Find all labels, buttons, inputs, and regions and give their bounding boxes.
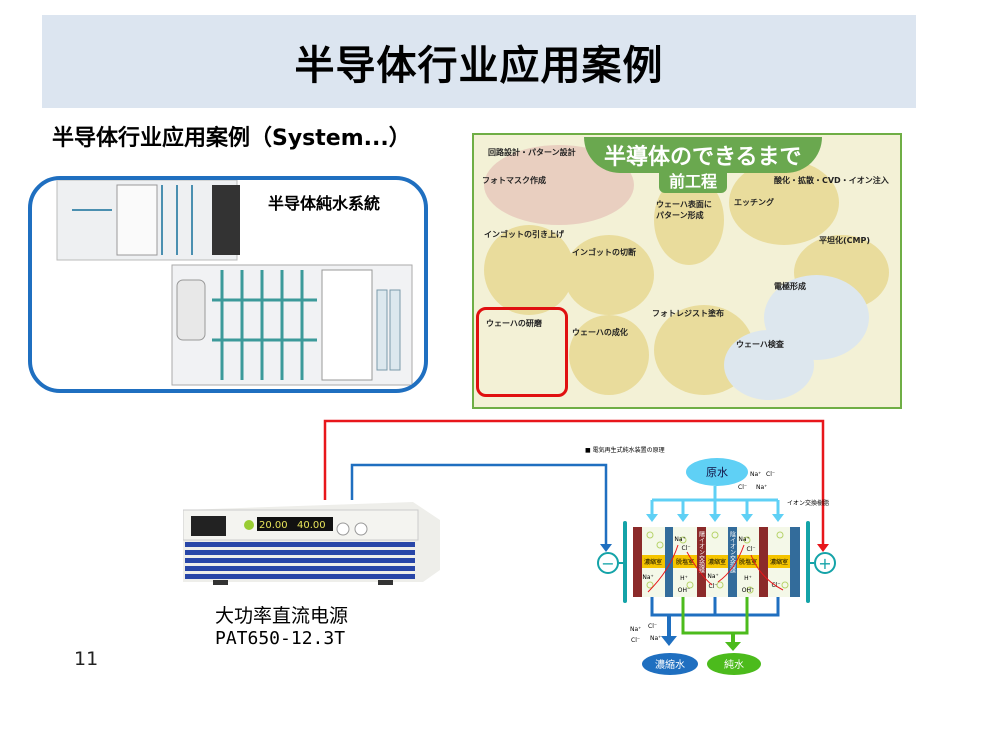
ion-label: Na⁺ xyxy=(756,484,767,491)
resin-label: イオン交換樹脂 xyxy=(787,499,829,507)
poster-step: 平坦化(CMP) xyxy=(819,236,871,245)
room-label: 濃縮室 xyxy=(708,558,726,566)
current-readout: 20.00 xyxy=(259,520,288,531)
pure-water-label: 純水 xyxy=(724,658,744,671)
concentrate-water-oval xyxy=(642,653,698,675)
ion-label: H⁺ xyxy=(744,575,752,582)
ion-label: Na⁺ xyxy=(630,626,641,633)
current-knob[interactable] xyxy=(336,522,350,536)
diagram-caption: ■ 電気再生式純水装置の原理 xyxy=(585,446,665,454)
poster-step: ウェーハ検査 xyxy=(736,340,784,349)
ion-label: Na⁺ xyxy=(642,574,653,581)
plus-terminal-icon xyxy=(814,552,836,574)
page-number: 11 xyxy=(74,648,99,670)
ion-label: Na⁺ xyxy=(674,536,685,543)
poster-subtitle: 前工程 xyxy=(659,167,728,193)
ion-label: Na⁺ xyxy=(738,536,749,543)
slide-subtitle: 半导体行业应用案例（System...） xyxy=(52,126,411,151)
pure-water-oval xyxy=(707,653,761,675)
ion-label: Cl⁻ xyxy=(746,546,755,553)
ion-label: H⁺ xyxy=(680,575,688,582)
cation-membrane-label: 陽イオン交換膜 xyxy=(698,530,705,574)
voltage-readout: 40.00 xyxy=(297,520,326,531)
room-label: 脱塩室 xyxy=(739,558,757,566)
room-label: 濃縮室 xyxy=(770,558,788,566)
minus-terminal-icon xyxy=(597,552,619,574)
ion-label: OH⁻ xyxy=(742,587,754,594)
water-system-illustration xyxy=(56,180,413,386)
poster-step: ウェーハの研磨 xyxy=(486,319,542,328)
power-supply-label: 大功率直流电源 xyxy=(215,605,349,627)
ion-label: Cl⁻ xyxy=(681,545,690,552)
slide-title: 半导体行业应用案例 xyxy=(294,42,664,89)
highlight-wafer-polish xyxy=(476,307,568,397)
psu-display xyxy=(257,517,333,531)
ion-label: Na⁺ xyxy=(750,471,761,478)
poster-step: インゴットの引き上げ xyxy=(484,230,564,239)
raw-water-label: 原水 xyxy=(706,466,728,479)
cathode-plate xyxy=(623,521,627,603)
ion-label: Na⁺ xyxy=(707,573,718,580)
poster-step: ウェーハ表面にパターン形成 xyxy=(656,200,712,220)
ion-label: Cl⁻ xyxy=(766,471,775,478)
voltage-knob[interactable] xyxy=(354,522,368,536)
anion-membrane-label: 陰イオン交換膜 xyxy=(729,530,736,574)
poster-title: 半導体のできるまで xyxy=(584,137,822,173)
room-label: 脱塩室 xyxy=(676,558,694,566)
poster-step: 電極形成 xyxy=(774,282,806,291)
title-banner: 半导体行业应用案例 xyxy=(42,15,916,108)
poster-step: 酸化・拡散・CVD・イオン注入 xyxy=(774,176,889,185)
plus-sign: + xyxy=(818,554,831,573)
concentrate-water-label: 濃縮水 xyxy=(655,658,685,671)
poster-step: ウェーハの成化 xyxy=(572,328,628,337)
system-label: 半导体純水系統 xyxy=(268,194,381,213)
ion-label: Na⁺ xyxy=(650,635,661,642)
poster-step: エッチング xyxy=(734,198,774,207)
poster-step: インゴットの切断 xyxy=(572,248,636,257)
ion-label: Cl⁻ xyxy=(631,637,640,644)
ion-label: Cl⁻ xyxy=(648,623,657,630)
ion-label: Cl⁻ xyxy=(708,583,717,590)
positive-wire xyxy=(323,419,825,548)
raw-water-oval xyxy=(686,458,748,486)
poster-step: 回路設計・パターン設計 xyxy=(488,148,576,157)
ion-label: OH⁻ xyxy=(678,587,690,594)
water-system-photo-frame xyxy=(28,176,428,393)
ion-label: Cl⁻ xyxy=(738,484,747,491)
room-label: 濃縮室 xyxy=(644,558,662,566)
poster-step: フォトレジスト塗布 xyxy=(652,309,724,318)
minus-sign: − xyxy=(601,554,614,573)
anode-plate xyxy=(806,521,810,603)
poster-step: フォトマスク作成 xyxy=(482,176,546,185)
dc-power-supply: 20.00 40.00 xyxy=(182,500,440,585)
power-supply-model: PAT650-12.3T xyxy=(215,628,346,649)
negative-wire xyxy=(350,463,608,548)
semiconductor-process-poster: 半導体のできるまで 前工程 回路設計・パターン設計 フォトマスク作成 ウェーハ表… xyxy=(472,133,902,409)
